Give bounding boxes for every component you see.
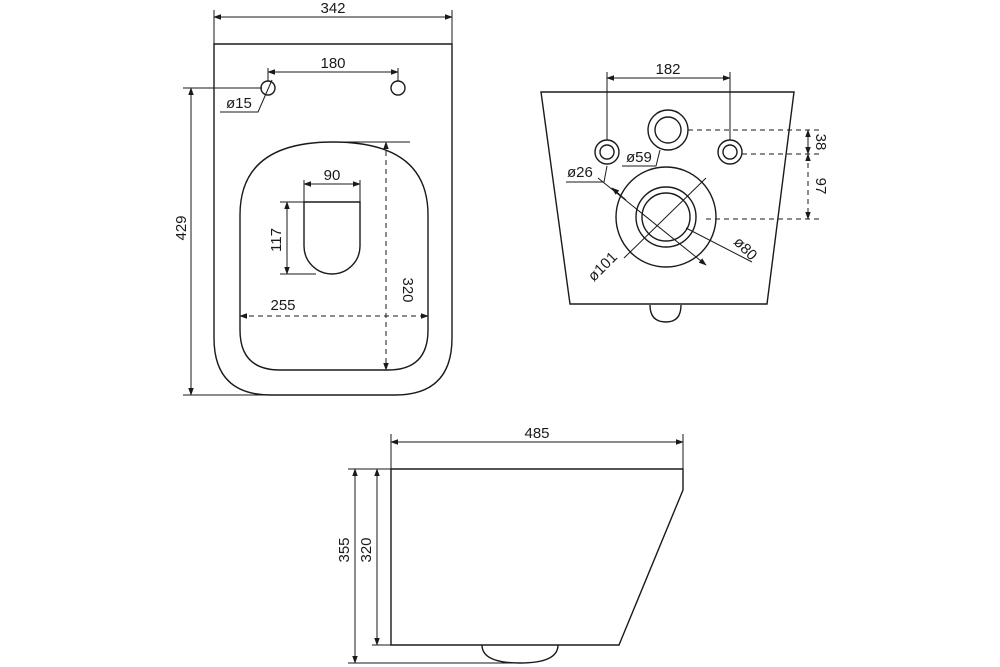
water-inlet-inner: [654, 116, 682, 144]
inlet-left-outer: [594, 139, 620, 165]
dim-inlet-spacing-label: 182: [655, 61, 680, 78]
rear-view-foot: [649, 304, 682, 323]
side-view-outline: [390, 468, 684, 646]
dim-bowl-length-label: 320: [399, 277, 416, 302]
dim-bowl-width-label: 255: [270, 297, 295, 314]
water-inlet-outer: [647, 109, 689, 151]
dim-drain-width-label: 90: [324, 167, 341, 184]
outlet-inner: [641, 192, 691, 242]
top-view: 342 180 ø15 429 90 117 255 320: [173, 0, 453, 396]
dim-offset-lower-label: 97: [812, 178, 829, 195]
dim-outlet-outer-label: ø101: [585, 249, 621, 285]
leader-hole-diameter: [220, 79, 273, 113]
top-view-outline: [213, 43, 453, 396]
dim-line-outlet-inner: [623, 177, 707, 259]
dim-hole-diameter-label: ø15: [226, 95, 252, 112]
outlet-outer: [615, 166, 717, 268]
leader-inlet-diameter: [566, 165, 608, 183]
rear-view: 182 38 97 ø26 ø59 ø101 ø80: [540, 61, 829, 323]
dim-water-inlet-diameter-label: ø59: [626, 149, 652, 166]
drain-outline: [303, 201, 361, 275]
inlet-right-inner: [722, 144, 738, 160]
dim-offset-upper-label: 38: [812, 134, 829, 151]
inlet-right-outer: [717, 139, 743, 165]
mount-hole-right: [390, 80, 406, 96]
dim-body-height-label: 320: [358, 537, 375, 562]
dim-height-label: 429: [173, 215, 190, 240]
leader-water-inlet-diameter: [622, 149, 661, 167]
dim-inlet-diameter-label: ø26: [567, 164, 593, 181]
dim-length-label: 485: [524, 425, 549, 442]
rear-view-outline: [540, 91, 795, 305]
dim-hole-spacing-label: 180: [320, 55, 345, 72]
dim-outlet-inner-label: ø80: [730, 234, 760, 264]
side-view: 485 355 320: [336, 425, 684, 664]
dim-width-label: 342: [320, 0, 345, 17]
inlet-left-inner: [599, 144, 615, 160]
dim-drain-height-label: 117: [268, 228, 285, 252]
dim-total-height-label: 355: [336, 537, 353, 562]
side-view-foot: [481, 644, 559, 664]
outlet-ring: [635, 186, 697, 248]
bowl-outline: [239, 141, 429, 371]
